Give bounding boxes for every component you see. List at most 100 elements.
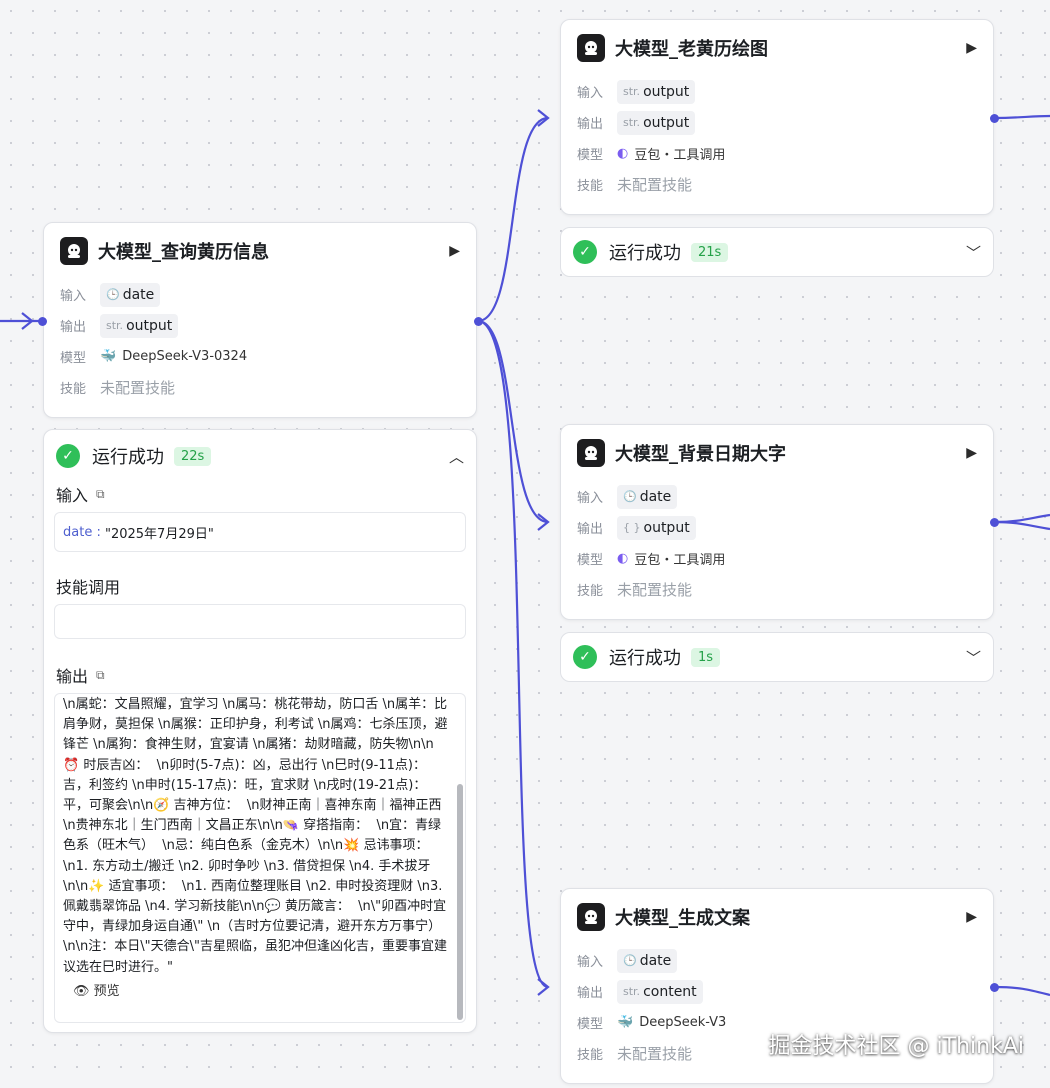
preview-label: 预览 [93,983,120,999]
node-skills-row: 技能 未配置技能 [561,1038,993,1069]
node-query-almanac[interactable]: 大模型_查询黄历信息 ▶ 输入 🕒date 输出 str.output 模型 🐳… [43,222,477,418]
model-name: DeepSeek-V3 [639,1015,727,1030]
port-background-out[interactable] [990,518,999,527]
chevron-down-icon[interactable]: ﹀ [965,648,981,667]
wire-copy-out [994,985,1050,997]
input-name: date [639,952,672,969]
node-output-row: 输出 str.output [44,310,476,341]
run-time-badge: 21s [691,242,729,262]
wire-in-query-arrow [21,312,34,330]
llm-node-icon [60,237,88,265]
output-section-label: 输出 [56,667,89,686]
output-section-title: 输出 ⧉ [56,663,476,687]
skills-label: 技能 [577,584,604,599]
input-name: date [122,286,155,303]
model-name: DeepSeek-V3-0324 [122,349,248,364]
skills-field [54,604,466,639]
eye-icon: 👁 [73,983,90,999]
skills-label: 技能 [60,382,87,397]
node-model-row: 模型 🐳DeepSeek-V3-0324 [44,341,476,372]
skills-value: 未配置技能 [617,176,693,194]
play-icon[interactable]: ▶ [966,40,977,56]
success-check-icon: ✓ [56,444,80,468]
type-object-icon: { } [623,521,641,534]
clock-icon: 🕒 [623,954,637,967]
input-label: 输入 [577,955,604,970]
node-skills-row: 技能 未配置技能 [561,169,993,200]
output-text-field[interactable]: \n属蛇：文昌照耀，宜学习 \n属马：桃花带劫，防口舌 \n属羊：比肩争财，莫担… [54,693,466,1023]
wire-query-background [477,319,549,524]
port-query-out[interactable] [474,317,483,326]
run-status-drawing[interactable]: ✓ 运行成功 21s ﹀ [560,227,994,277]
llm-node-icon [577,903,605,931]
clock-icon: 🕒 [106,288,120,301]
type-str-icon: str. [106,319,124,332]
llm-node-icon [577,34,605,62]
input-chip: 🕒date [617,484,678,509]
copy-icon[interactable]: ⧉ [96,667,105,682]
output-chip: str.output [617,110,696,135]
input-label: 输入 [60,289,87,304]
port-copy-out[interactable] [990,983,999,992]
input-chip: 🕒date [617,948,678,973]
run-status-text: 运行成功 [609,243,681,264]
llm-node-icon [577,439,605,467]
run-status-bar[interactable]: ✓ 运行成功 22s ︿ [44,430,476,482]
play-icon[interactable]: ▶ [966,445,977,461]
doubao-icon: ◐ [617,551,629,566]
node-output-row: 输出 str.content [561,976,993,1007]
input-value: "2025年7月29日" [104,526,214,542]
node-title: 大模型_生成文案 [615,908,750,929]
node-title: 大模型_背景日期大字 [615,444,786,465]
node-output-row: 输出 { }output [561,512,993,543]
wire-query-copy-arrow [537,978,550,996]
input-colon: : [92,524,105,540]
node-output-row: 输出 str.output [561,107,993,138]
preview-link[interactable]: 👁 预览 [55,978,465,1001]
port-query-in[interactable] [38,317,47,326]
node-input-row: 输入 🕒date [561,945,993,976]
node-skills-row: 技能 未配置技能 [44,372,476,403]
node-input-row: 输入 🕒date [561,481,993,512]
node-almanac-drawing[interactable]: 大模型_老黄历绘图 ▶ 输入 str.output 输出 str.output … [560,19,994,215]
watermark: 掘金技术社区 @ iThinkAi [768,1034,1024,1059]
node-input-row: 输入 str.output [561,76,993,107]
input-section-label: 输入 [56,486,89,505]
success-check-icon: ✓ [573,240,597,264]
output-name: output [126,317,173,334]
node-input-row: 输入 🕒date [44,279,476,310]
run-result-panel: ✓ 运行成功 22s ︿ 输入⧉ date : "2025年7月29日" 技能调… [43,429,477,1033]
chevron-down-icon[interactable]: ﹀ [965,243,981,262]
type-str-icon: str. [623,85,641,98]
input-chip: 🕒date [100,282,161,307]
node-background-date[interactable]: 大模型_背景日期大字 ▶ 输入 🕒date 输出 { }output 模型 ◐豆… [560,424,994,620]
copy-icon[interactable]: ⧉ [96,486,105,501]
type-str-icon: str. [623,985,641,998]
skills-section-label: 技能调用 [56,578,121,597]
output-chip: str.output [100,313,179,338]
output-name: content [643,983,697,1000]
type-str-icon: str. [623,116,641,129]
skills-section-title: 技能调用 [56,574,476,598]
chevron-up-icon[interactable]: ︿ [448,447,464,466]
output-label: 输出 [577,986,604,1001]
node-model-row: 模型 ◐豆包・工具调用 [561,138,993,169]
output-label: 输出 [577,522,604,537]
node-model-row: 模型 🐳DeepSeek-V3 [561,1007,993,1038]
output-name: output [643,114,690,131]
input-label: 输入 [577,491,604,506]
play-icon[interactable]: ▶ [966,909,977,925]
node-title: 大模型_老黄历绘图 [615,39,768,60]
output-scrollbar[interactable] [457,784,463,1020]
model-name: 豆包・工具调用 [634,148,726,163]
skills-value: 未配置技能 [617,581,693,599]
output-name: output [643,519,690,536]
deepseek-whale-icon: 🐳 [617,1015,634,1030]
port-drawing-out[interactable] [990,114,999,123]
node-generate-copy[interactable]: 大模型_生成文案 ▶ 输入 🕒date 输出 str.content 模型 🐳D… [560,888,994,1084]
run-status-background[interactable]: ✓ 运行成功 1s ﹀ [560,632,994,682]
play-icon[interactable]: ▶ [449,243,460,259]
model-label: 模型 [577,553,604,568]
output-chip: str.content [617,979,703,1004]
